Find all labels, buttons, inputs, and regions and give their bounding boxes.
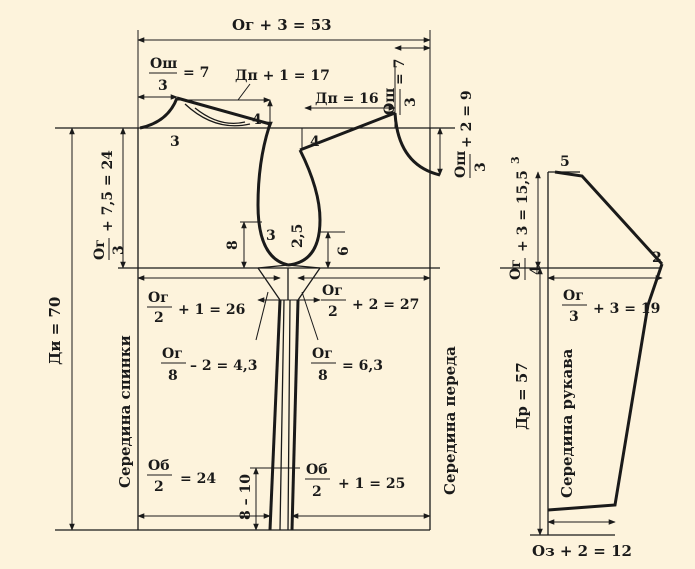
front-neck-depth-formula: Ош 3 + 2 = 9 [453, 90, 489, 178]
osh-val: = 7 [183, 65, 209, 81]
sleeve-cap-den: 4 [528, 265, 544, 275]
hip-back-formula: Об 2 = 24 [147, 458, 216, 495]
hip-front-val: + 1 = 25 [338, 476, 405, 492]
label-back-center: Середина спинки [116, 335, 134, 488]
back-armhole [256, 123, 289, 267]
dart-guides [257, 267, 321, 301]
sleeve-width-den: 3 [569, 309, 579, 325]
sleeve-underarm-seam [547, 263, 664, 512]
hip-front-den: 2 [312, 484, 322, 500]
dart-back-formula: Ог 8 – 2 = 4,3 [161, 346, 257, 384]
sleeve-pt2: 2 [652, 250, 662, 266]
mark-3a: 3 [170, 134, 180, 150]
front-side-seam [290, 299, 300, 531]
dart-front-den: 8 [318, 368, 328, 384]
osh-num: Ош [150, 56, 177, 72]
hip-back-val: = 24 [180, 471, 216, 487]
back-shoulder-ease [184, 103, 251, 127]
dart-back-num: Ог [162, 346, 183, 362]
armhole-depth-den: 3 [111, 245, 127, 255]
sleeve-cap-curve [554, 170, 664, 266]
front-width-formula: Ог 2 + 2 = 27 [321, 283, 419, 320]
osh-den: 3 [158, 78, 168, 94]
dart-front-formula: Ог 8 = 6,3 [311, 346, 383, 384]
back-shoulder-seam [176, 96, 271, 126]
hip-front-formula: Об 2 + 1 = 25 [305, 462, 405, 500]
mark-25: 2,5 [290, 224, 306, 248]
dart-front-pointer [301, 291, 319, 341]
sleeve-cap-formula: Ог 4 + 3 = 15,5 3 [508, 156, 544, 280]
dart-front-num: Ог [312, 346, 333, 362]
mark-4a: 4 [252, 112, 262, 128]
dart-back-pointer [255, 291, 269, 341]
front-width-den: 2 [328, 304, 338, 320]
front-osh-num: Ош [382, 88, 398, 115]
sleeve-cap-sup: 3 [509, 156, 522, 164]
back-width-num: Ог [148, 290, 169, 306]
neck-front-num: Ош [453, 151, 469, 178]
label-sleeve-bottom: Оз + 2 = 12 [532, 542, 632, 560]
back-width-den: 2 [154, 310, 164, 326]
back-side-seam [268, 299, 282, 531]
back-width-formula: Ог 2 + 1 = 26 [147, 290, 245, 326]
sleeve-width-num: Ог [563, 288, 584, 304]
back-shoulder-ease2 [194, 107, 246, 125]
label-dp-back: Дп + 1 = 17 [235, 68, 330, 84]
sleeve-width-val: + 3 = 19 [593, 301, 660, 317]
label-dp-front: Дп = 16 [315, 91, 379, 107]
back-neck-formula: Ош 3 = 7 [149, 56, 209, 94]
mark-6: 6 [336, 246, 352, 256]
hip-back-den: 2 [154, 479, 164, 495]
front-osh-val: = 7 [392, 59, 408, 85]
neck-front-val: + 2 = 9 [459, 90, 475, 148]
neck-front-den: 3 [473, 162, 489, 172]
hip-back-num: Об [148, 458, 170, 474]
dart-back-den: 8 [168, 368, 178, 384]
underarm [257, 264, 321, 269]
sleeve-width-formula: Ог 3 + 3 = 19 [562, 288, 660, 325]
back-neck-curve [139, 97, 179, 130]
mark-4b: 4 [310, 134, 320, 150]
front-armhole [287, 149, 322, 267]
front-neck-curve [393, 112, 441, 177]
label-sleeve-center: Середина рукава [558, 348, 576, 498]
mark-8: 8 [225, 240, 241, 250]
label-front-center: Середина переда [441, 346, 459, 495]
label-length: Ди = 70 [46, 297, 64, 365]
front-osh-den: 3 [403, 97, 419, 107]
hip-front-num: Об [306, 462, 328, 478]
label-slit: 8 – 10 [238, 474, 254, 520]
dp-back-pointer [237, 83, 251, 101]
sleeve-pt5: 5 [560, 154, 570, 170]
front-width-num: Ог [322, 283, 343, 299]
front-neck-width-formula: Ош 3 = 7 [382, 59, 419, 115]
dart-back-val: – 2 = 4,3 [190, 358, 257, 374]
dart-front-val: = 6,3 [342, 358, 383, 374]
label-og-top: Ог + 3 = 53 [232, 16, 332, 34]
sleeve-cap-val: + 3 = 15,5 [515, 170, 531, 252]
label-sleeve-length: Др = 57 [513, 362, 531, 430]
armhole-depth-formula: Ог 3 + 7,5 = 24 [92, 150, 127, 260]
armhole-depth-num: Ог [92, 239, 108, 260]
front-width-val: + 2 = 27 [352, 297, 419, 313]
side-guides [279, 299, 291, 531]
armhole-depth-val: + 7,5 = 24 [100, 150, 116, 232]
back-width-val: + 1 = 26 [178, 302, 245, 318]
sleeve-cap-num: Ог [508, 259, 524, 280]
mark-3c: 3 [266, 228, 276, 244]
front-shoulder-seam [299, 111, 396, 152]
